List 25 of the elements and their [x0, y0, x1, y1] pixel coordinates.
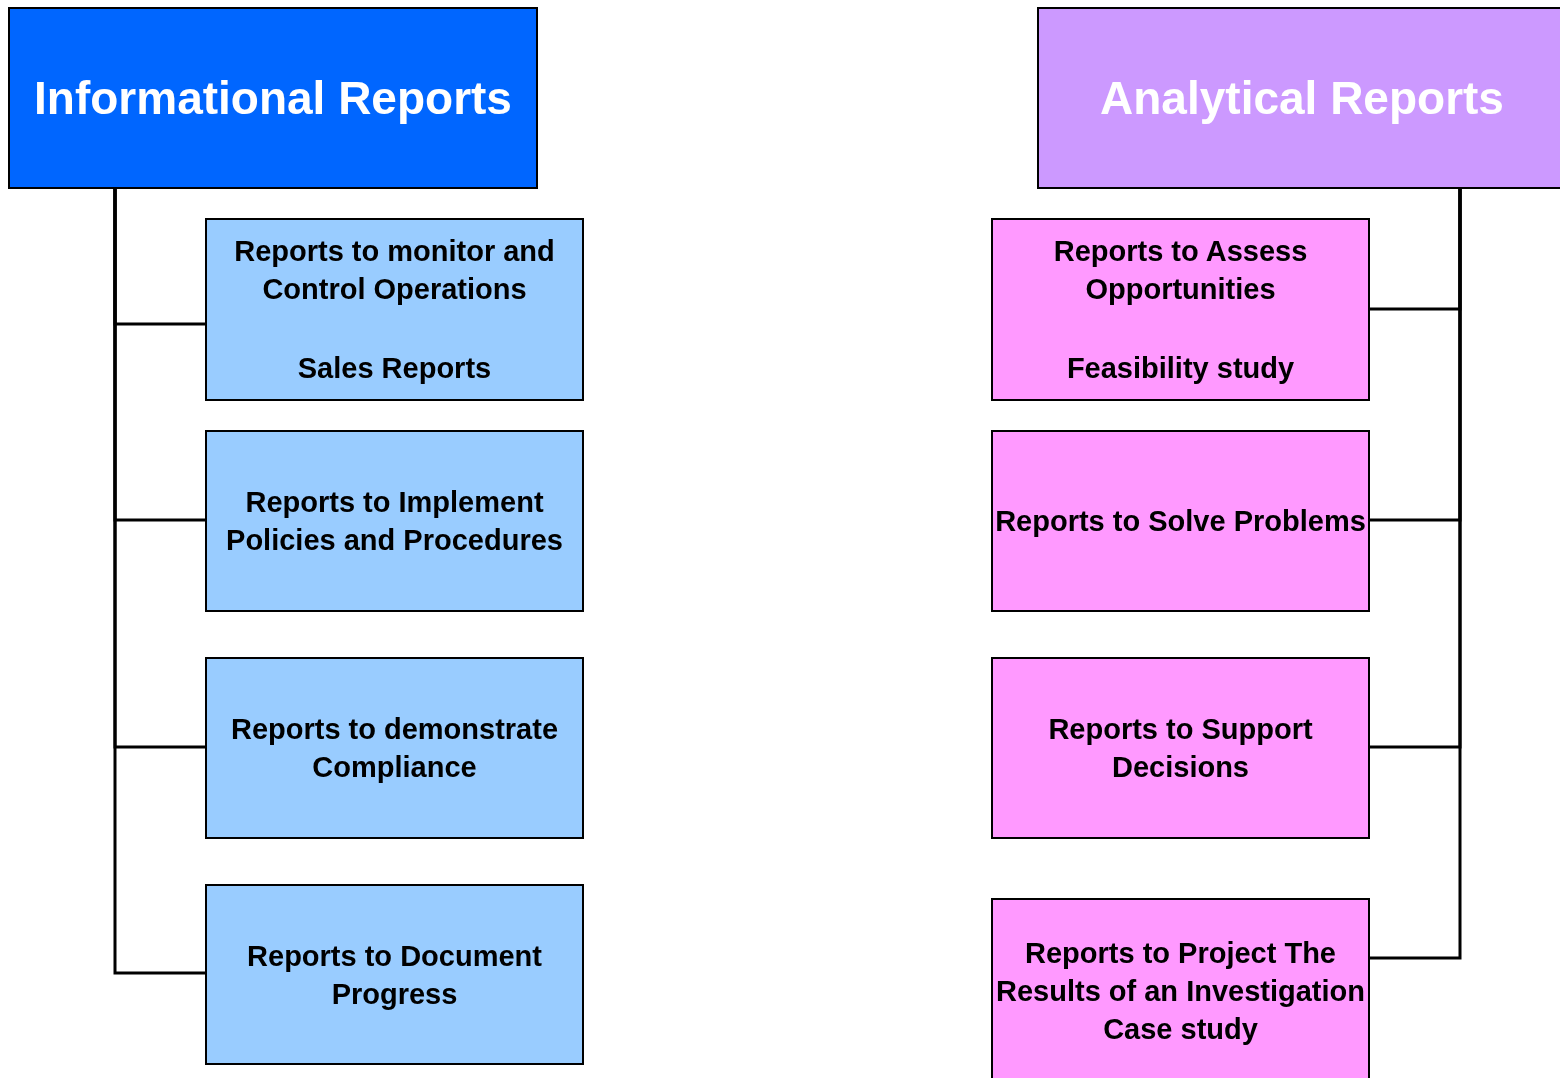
report-type-box: [991, 430, 1370, 612]
header-title: Informational Reports: [34, 71, 512, 125]
box-text: Reports to Document Progress: [246, 938, 543, 1012]
report-type-box: [205, 884, 584, 1065]
box-text: Reports to Assess Opportunities: [1052, 234, 1309, 307]
report-type-box: [205, 218, 584, 401]
box-text: Reports to Solve Problems: [995, 504, 1366, 539]
box-text: Reports to Project The Results of an Investigation: [995, 935, 1366, 1009]
example-text: Feasibility study: [1066, 351, 1295, 386]
report-type-box: [991, 657, 1370, 839]
connector-line: [1370, 189, 1462, 960]
box-text: Reports to demonstrate Compliance: [229, 712, 560, 785]
example-text: Sales Reports: [297, 351, 492, 386]
header-title: Analytical Reports: [1100, 71, 1504, 125]
report-type-box: [991, 898, 1370, 1078]
report-type-box: [991, 218, 1370, 401]
connector-line: [113, 189, 205, 975]
report-type-box: [205, 657, 584, 839]
box-text: Reports to monitor and Control Operations: [233, 234, 556, 307]
category-header-box: [1037, 7, 1560, 189]
example-text: Case study: [1103, 1011, 1258, 1047]
box-text: Reports to Implement Policies and Procedures: [225, 485, 564, 558]
box-text: Reports to Support Decisions: [1047, 712, 1314, 785]
category-header-box: [8, 7, 538, 189]
report-type-box: [205, 430, 584, 612]
